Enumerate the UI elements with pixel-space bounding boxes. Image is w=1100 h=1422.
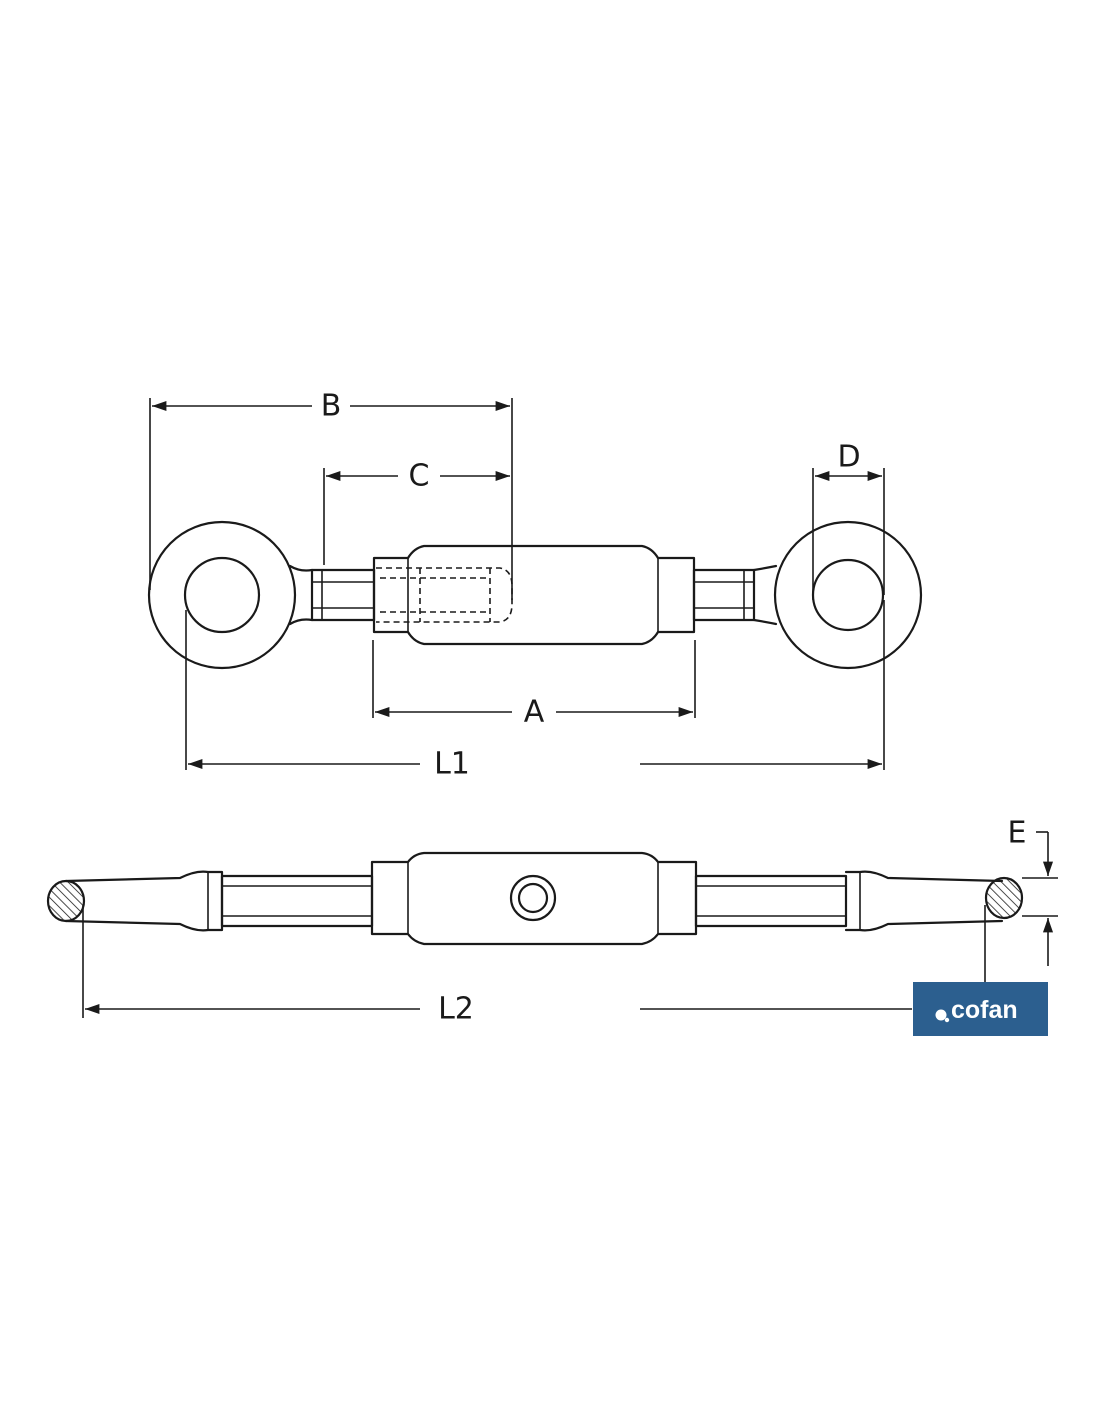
side-body (370, 851, 698, 946)
dim-label-B: B (321, 389, 342, 424)
side-view: E L2 (46, 816, 1058, 1027)
dim-label-C: C (409, 459, 430, 494)
dimension-L2: L2 (82, 905, 986, 1027)
left-eye (147, 520, 314, 670)
right-rod (692, 568, 756, 622)
dimension-L1: L1 (185, 600, 885, 782)
dim-label-L2: L2 (438, 992, 474, 1027)
dim-label-E: E (1008, 816, 1027, 851)
top-view: B C D A L1 (147, 389, 923, 782)
logo-dot-small-icon (944, 1017, 950, 1023)
right-eye-section (984, 876, 1024, 920)
left-rod (310, 568, 376, 622)
dimension-D: D (812, 440, 885, 600)
dimension-E: E (1008, 816, 1058, 966)
dimension-C: C (323, 459, 510, 565)
logo-brand-name: cofan (951, 996, 1018, 1024)
dim-label-L1: L1 (434, 747, 470, 782)
turnbuckle-body (372, 544, 696, 646)
logo-dot-icon (935, 1009, 947, 1021)
logo-background (913, 982, 1048, 1036)
dimension-B: B (149, 389, 513, 600)
right-eye (752, 520, 923, 670)
dimension-A: A (372, 640, 696, 730)
dim-label-A: A (524, 695, 545, 730)
left-eye-section (46, 879, 86, 923)
dim-label-D: D (837, 440, 860, 475)
cofan-logo: cofan (913, 982, 1048, 1036)
